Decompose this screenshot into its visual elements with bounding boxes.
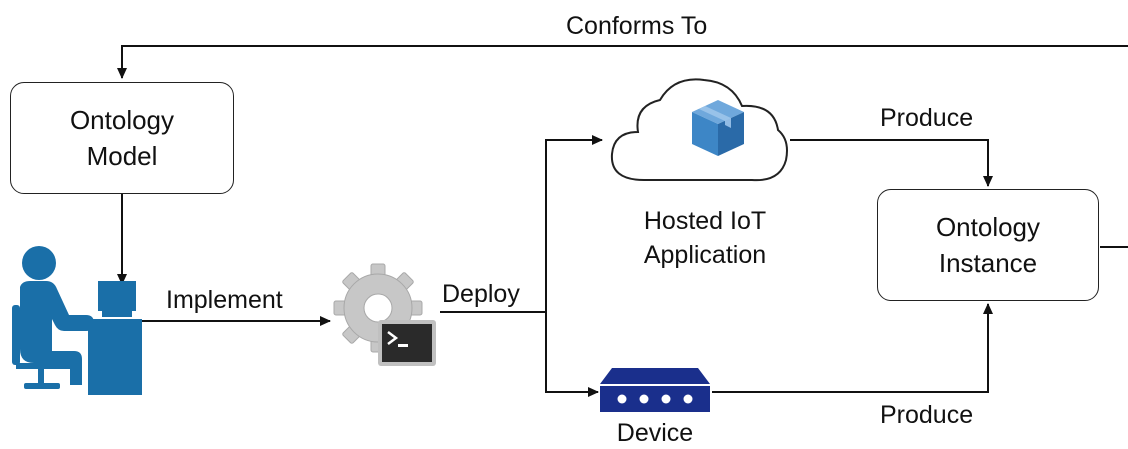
ontology-model-box: Ontology Model	[10, 82, 234, 194]
produce-app-arrow	[790, 139, 993, 187]
network-device-icon	[600, 368, 710, 412]
produce-app-label: Produce	[880, 104, 974, 132]
conforms-to-arrow	[117, 45, 1128, 79]
hosted-app-line1: Hosted IoT	[643, 207, 767, 235]
gear-terminal-icon	[333, 263, 436, 366]
conforms-to-label: Conforms To	[566, 12, 708, 40]
device-label: Device	[616, 419, 694, 447]
ontology-instance-line2: Instance	[938, 248, 1038, 278]
developer-at-desk-icon	[12, 246, 142, 395]
produce-device-arrow	[712, 303, 993, 393]
package-box-icon	[692, 100, 744, 156]
produce-device-label: Produce	[880, 401, 974, 429]
hosted-app-label: Hosted IoT Application	[600, 204, 810, 272]
ontology-instance-line1: Ontology	[935, 212, 1041, 242]
implement-label: Implement	[166, 286, 283, 314]
ontology-model-line2: Model	[86, 141, 158, 171]
hosted-app-line2: Application	[643, 241, 767, 269]
deploy-to-cloud-arrow	[545, 135, 603, 312]
ontology-instance-box: Ontology Instance	[877, 189, 1099, 301]
ontology-model-line1: Ontology	[69, 105, 175, 135]
deploy-label: Deploy	[442, 280, 520, 308]
deploy-to-device-arrow	[545, 312, 599, 397]
